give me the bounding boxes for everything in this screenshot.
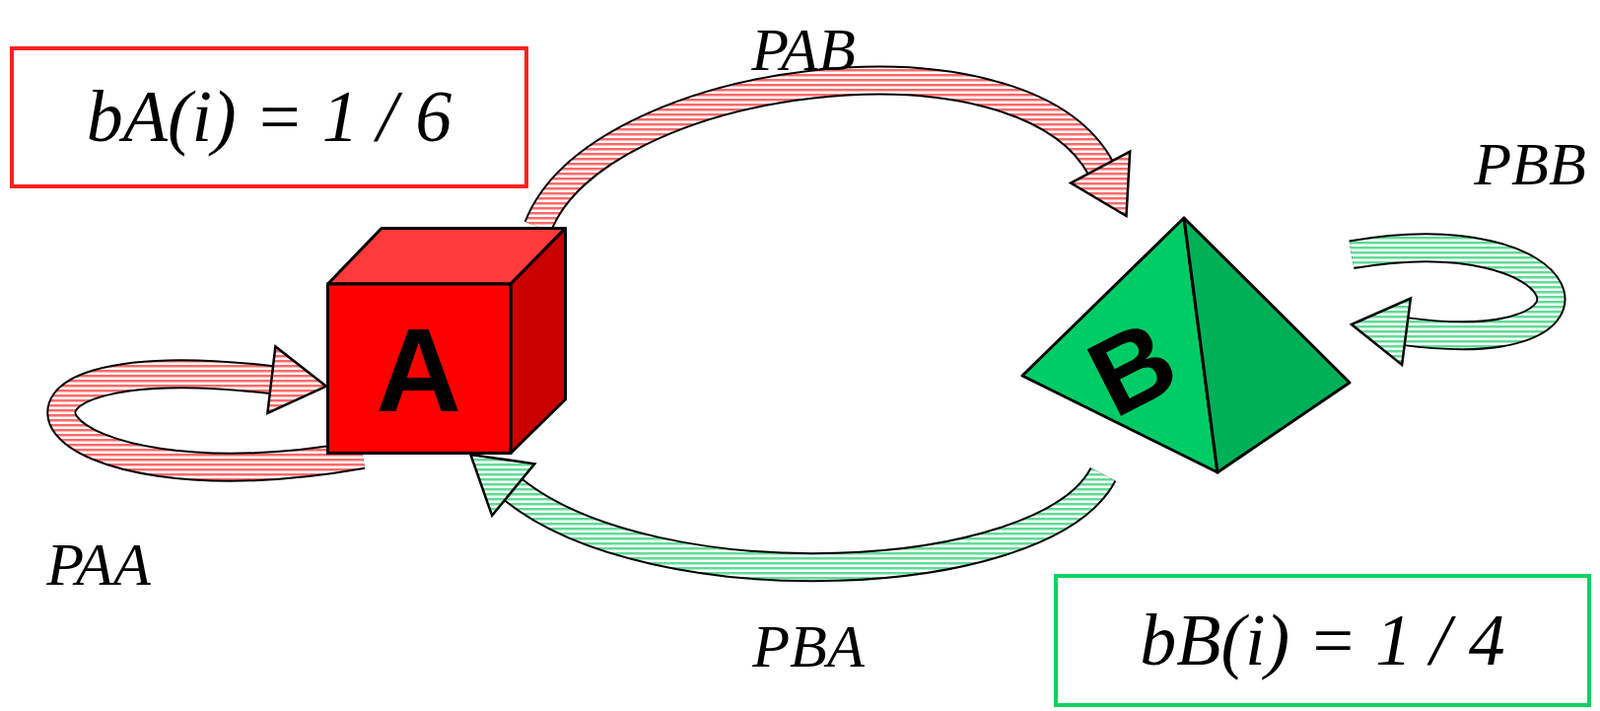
cube-side-face xyxy=(510,228,566,454)
arrow-outline xyxy=(538,80,1102,227)
die-cube: A xyxy=(326,226,567,455)
cube-front-face xyxy=(328,283,512,454)
die-letter: A xyxy=(375,310,462,429)
arrow-outline xyxy=(511,474,1104,567)
transition-arrow xyxy=(61,346,362,467)
transition-label: PAB xyxy=(751,15,856,83)
face-label-holder: A xyxy=(326,283,511,455)
transition-label: PBA xyxy=(752,612,865,680)
emission-formula: bB(i) = 1 / 4 xyxy=(1139,600,1506,681)
pyramid-right-face xyxy=(1183,217,1350,473)
face-label-holder: B xyxy=(1063,298,1202,437)
transition-label: PAA xyxy=(46,530,151,598)
transition-arrow xyxy=(538,80,1130,227)
arrow-head xyxy=(1070,151,1130,216)
emission-formula: bA(i) = 1 / 6 xyxy=(86,76,453,157)
transition-arrow xyxy=(470,454,1104,567)
transition-label: PBB xyxy=(1473,130,1587,198)
arrow-body xyxy=(511,474,1104,567)
arrow-body xyxy=(538,80,1102,227)
arrow-head xyxy=(470,454,535,516)
emission-box: bB(i) = 1 / 4 xyxy=(1053,573,1592,707)
arrow-head xyxy=(1351,298,1411,365)
die-letter: B xyxy=(1073,301,1193,434)
pyramid-shape xyxy=(1020,215,1352,475)
die-pyramid: B xyxy=(1020,215,1352,475)
arrow-head xyxy=(267,346,327,414)
transition-arrow xyxy=(1351,247,1551,365)
emission-box: bA(i) = 1 / 6 xyxy=(9,46,529,189)
